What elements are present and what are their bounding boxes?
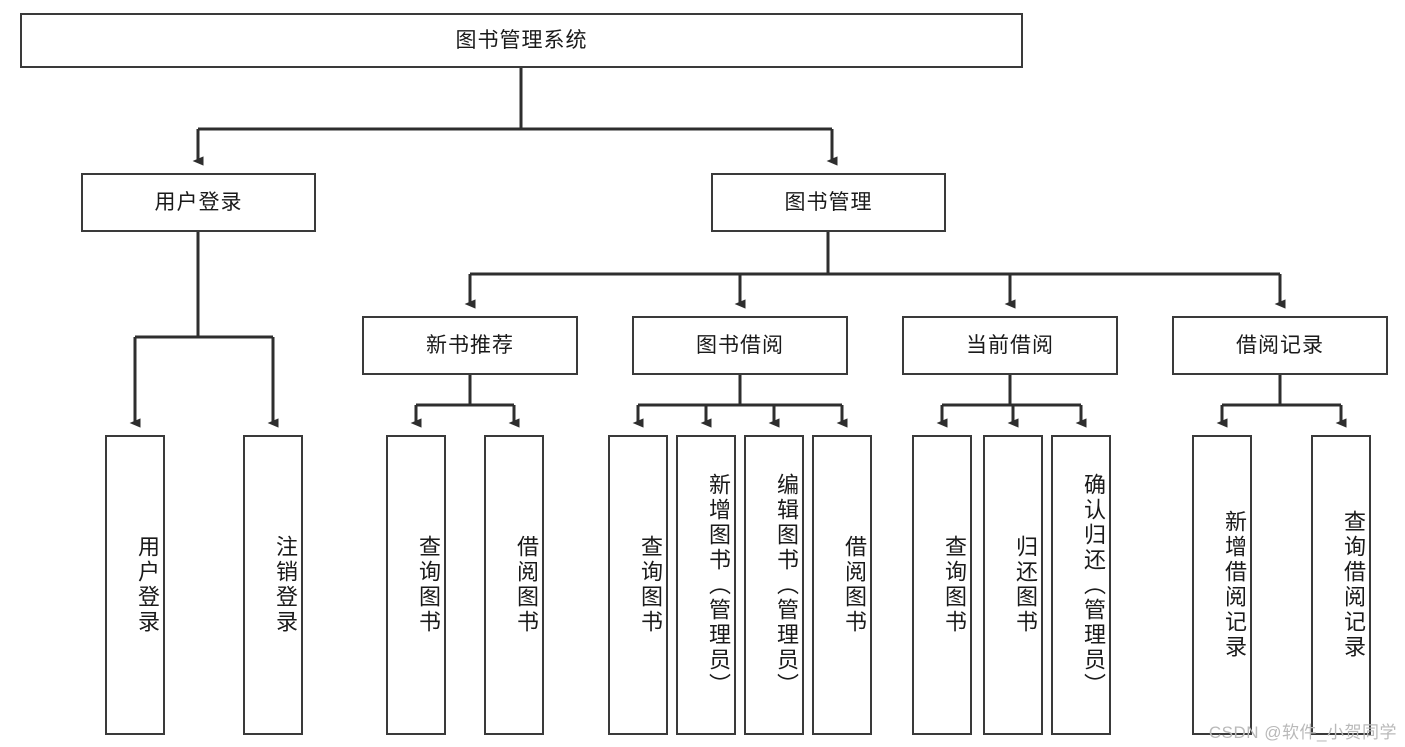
node-label: 借阅图书 (842, 535, 867, 635)
node-borrow-record[interactable]: 借阅记录 (1172, 316, 1388, 375)
node-label: 图书管理系统 (455, 28, 588, 52)
node-label: 借阅图书 (514, 535, 539, 635)
node-leaf-edit-book[interactable]: 编辑图书（管理员） (744, 435, 804, 735)
node-leaf-return-book[interactable]: 归还图书 (983, 435, 1043, 735)
node-label: 查询借阅记录 (1341, 510, 1366, 660)
node-new-book-rec[interactable]: 新书推荐 (362, 316, 578, 375)
node-label: 借阅记录 (1236, 333, 1324, 357)
node-label: 新增借阅记录 (1222, 510, 1247, 660)
node-book-manage[interactable]: 图书管理 (711, 173, 946, 232)
node-leaf-query-record[interactable]: 查询借阅记录 (1311, 435, 1371, 735)
node-label: 查询图书 (638, 535, 663, 635)
node-label: 用户登录 (135, 535, 160, 635)
node-label: 新书推荐 (426, 333, 514, 357)
node-leaf-user-login[interactable]: 用户登录 (105, 435, 165, 735)
node-root-system[interactable]: 图书管理系统 (20, 13, 1023, 68)
node-book-borrow[interactable]: 图书借阅 (632, 316, 848, 375)
node-leaf-borrow-book-2[interactable]: 借阅图书 (812, 435, 872, 735)
node-leaf-query-book-3[interactable]: 查询图书 (912, 435, 972, 735)
node-label: 图书借阅 (696, 333, 784, 357)
node-label: 新增图书（管理员） (706, 472, 731, 698)
node-user-login[interactable]: 用户登录 (81, 173, 316, 232)
node-leaf-add-record[interactable]: 新增借阅记录 (1192, 435, 1252, 735)
node-leaf-query-book-2[interactable]: 查询图书 (608, 435, 668, 735)
node-leaf-confirm-return[interactable]: 确认归还（管理员） (1051, 435, 1111, 735)
node-leaf-borrow-book-1[interactable]: 借阅图书 (484, 435, 544, 735)
node-label: 用户登录 (154, 190, 243, 214)
node-label: 查询图书 (416, 535, 441, 635)
node-label: 归还图书 (1013, 535, 1038, 635)
node-current-borrow[interactable]: 当前借阅 (902, 316, 1118, 375)
node-leaf-add-book[interactable]: 新增图书（管理员） (676, 435, 736, 735)
node-label: 注销登录 (273, 535, 298, 635)
node-label: 当前借阅 (966, 333, 1054, 357)
node-label: 编辑图书（管理员） (774, 472, 799, 698)
node-label: 查询图书 (942, 535, 967, 635)
watermark-text: CSDN @软件_小贺同学 (1208, 723, 1397, 742)
node-leaf-query-book-1[interactable]: 查询图书 (386, 435, 446, 735)
node-leaf-user-logout[interactable]: 注销登录 (243, 435, 303, 735)
node-label: 确认归还（管理员） (1081, 472, 1106, 698)
node-label: 图书管理 (784, 190, 873, 214)
